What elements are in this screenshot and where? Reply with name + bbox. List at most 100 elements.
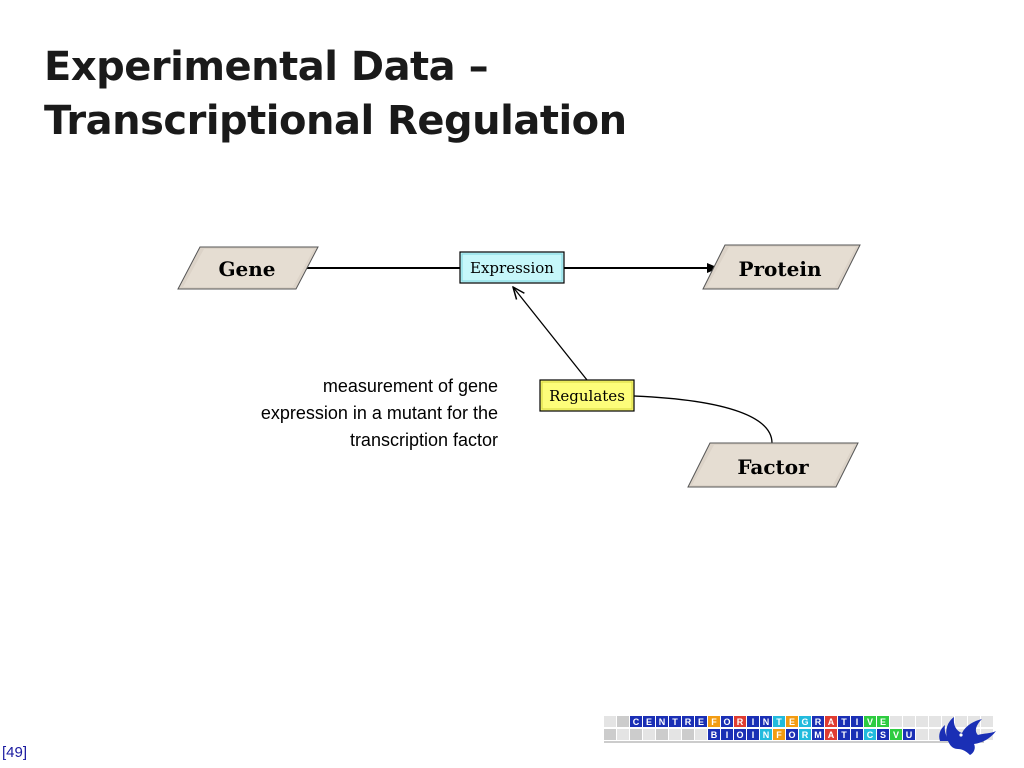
logo-grid-letter: F [776,730,782,740]
factor-label: Factor [737,455,809,479]
page-number-link[interactable]: [49] [2,744,28,761]
logo-grid-letter: O [736,730,743,740]
logo-grid-letter: C [633,717,640,727]
logo-grid-letter: O [788,730,795,740]
logo-grid-cell [903,729,915,740]
title-line-2: Transcriptional Regulation [44,98,627,144]
factor-to-regulates-edge [633,395,773,444]
regulates-to-expression-edge [513,287,588,381]
factor-node: Factor [687,442,859,488]
logo-grid-cell [604,729,616,740]
logo-grid-cell [838,729,850,740]
logo-grid-letter: T [841,730,847,740]
expression-label: Expression [470,259,554,277]
regulates-node: Regulates [539,379,635,412]
logo-grid-letter: V [893,730,899,740]
logo-grid-letter: I [856,730,859,740]
logo-grid-letter: V [867,717,873,727]
logo-grid-cell [734,716,746,727]
logo-grid-cell [669,716,681,727]
logo-grid-letter: R [737,717,744,727]
logo-grid-cell [890,729,902,740]
logo-grid-letter: S [880,730,886,740]
logo-grid-letter: N [763,717,770,727]
logo-grid-cell [656,716,668,727]
logo-grid-cell [799,716,811,727]
logo-grid-cell [851,729,863,740]
logo-grid-cell [708,729,720,740]
expression-node: Expression [459,251,565,284]
logo-grid-cell [812,729,824,740]
logo-grid-cell [877,716,889,727]
logo-grid-cell [708,716,720,727]
logo-grid-cell [643,729,655,740]
logo-grid-letter: U [906,730,913,740]
logo-grid-letter: E [789,717,795,727]
logo-grid-letter: I [726,730,729,740]
logo-grid-cell [877,729,889,740]
logo-grid-cell [903,716,915,727]
gene-node: Gene [177,246,319,290]
logo-grid-letter: F [711,717,717,727]
logo-grid-cell [734,729,746,740]
logo-grid-cell [799,729,811,740]
logo-grid-cell [656,729,668,740]
logo-grid-letter: T [672,717,678,727]
logo-grid-cell [942,716,954,727]
logo-grid-cell [617,729,629,740]
logo-grid-cell [955,716,967,727]
gene-label: Gene [218,257,275,281]
logo-grid-cell [864,716,876,727]
logo-grid-letter: E [698,717,704,727]
logo-grid-cell [630,716,642,727]
logo-grid-cell [916,716,928,727]
regulates-label: Regulates [549,387,625,405]
protein-label: Protein [738,257,821,281]
logo-grid-letter: O [723,717,730,727]
logo-grid-cell [669,729,681,740]
caption-line: expression in a mutant for the [260,403,498,423]
logo-grid-cell [760,729,772,740]
logo-grid-cell [643,716,655,727]
logo-grid-cell [721,729,733,740]
logo-grid-cell [838,716,850,727]
caption-line: measurement of gene [322,376,498,396]
logo-grid-cell [929,729,941,740]
protein-node: Protein [702,244,861,290]
logo-grid-letter: R [685,717,692,727]
logo-grid-letter: E [880,717,886,727]
logo-grid-cell [851,716,863,727]
logo-grid-cell [890,716,902,727]
griffin-emblem-icon [939,717,996,755]
logo-grid-letter: R [802,730,809,740]
logo-grid-letter: N [763,730,770,740]
logo-grid-cell [695,716,707,727]
logo-grid-letter: R [815,717,822,727]
logo-grid-letter: I [856,717,859,727]
logo-grid-cell [747,716,759,727]
logo-grid-cell [604,716,616,727]
logo-grid-cell [721,716,733,727]
logo-grid-letter: C [867,730,874,740]
logo-grid-cell [773,729,785,740]
logo-grid-letter: T [841,717,847,727]
logo-grid-cell [747,729,759,740]
logo-grid-cell [825,716,837,727]
logo-grid-letter: I [752,730,755,740]
slide-title: Experimental Data – Transcriptional Regu… [44,40,627,148]
logo-grid-letter: M [814,730,822,740]
logo-grid-cell [825,729,837,740]
logo-grid-cell [929,716,941,727]
logo-grid-cell [773,716,785,727]
caption-line: transcription factor [349,430,498,450]
logo-grid-cell [864,729,876,740]
logo-grid-letter: G [801,717,808,727]
logo-grid-letter: A [828,730,835,740]
page-number[interactable]: [49] [2,744,27,761]
logo-grid-letter: B [711,730,718,740]
logo-grid-letter: A [828,717,835,727]
logo-grid-cell [682,716,694,727]
